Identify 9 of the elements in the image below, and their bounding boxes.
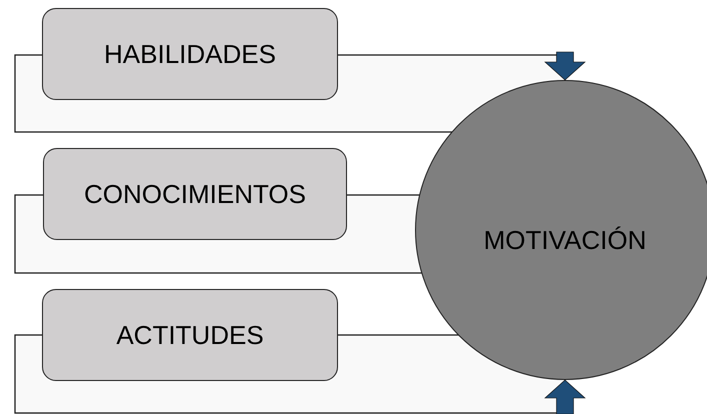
block-arrow	[544, 380, 586, 414]
rounded-box	[42, 8, 338, 100]
circle-label: MOTIVACIÓN	[484, 224, 646, 256]
box-label: CONOCIMIENTOS	[84, 178, 306, 210]
rounded-box	[43, 148, 347, 240]
block-arrow	[544, 52, 586, 80]
box-label: ACTITUDES	[116, 318, 264, 352]
rounded-box	[42, 289, 338, 381]
box-label: HABILIDADES	[104, 38, 276, 70]
